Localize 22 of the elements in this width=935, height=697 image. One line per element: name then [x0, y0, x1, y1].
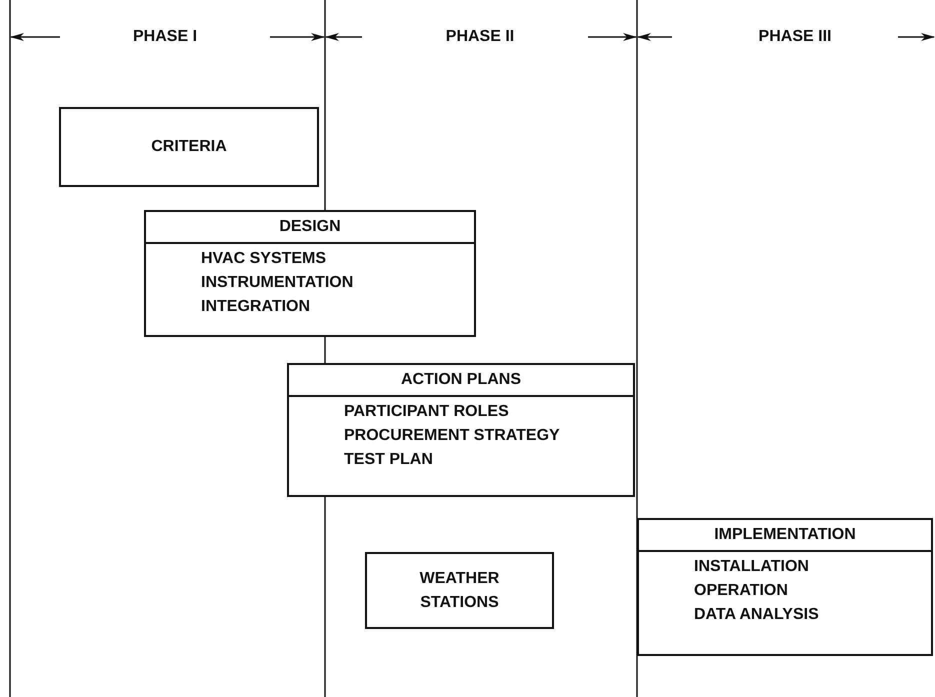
- process-box: [59, 107, 319, 187]
- list-item: INSTALLATION: [694, 557, 809, 577]
- box-label: WEATHER STATIONS: [418, 568, 500, 612]
- box-label: CRITERIA: [151, 137, 227, 157]
- list-item: HVAC SYSTEMS: [201, 249, 326, 269]
- task-box: [144, 210, 476, 337]
- list-item: PARTICIPANT ROLES: [344, 402, 509, 422]
- list-item: PROCUREMENT STRATEGY: [344, 426, 560, 446]
- list-item: INTEGRATION: [201, 297, 310, 317]
- phase-label: PHASE III: [758, 27, 832, 47]
- task-box: [287, 363, 635, 497]
- list-item: OPERATION: [694, 581, 788, 601]
- list-item: DATA ANALYSIS: [694, 605, 819, 625]
- list-item: TEST PLAN: [344, 450, 433, 470]
- box-heading: DESIGN: [146, 212, 474, 244]
- process-box: [365, 552, 554, 629]
- phase-label: PHASE I: [133, 27, 197, 47]
- box-heading: IMPLEMENTATION: [639, 520, 931, 552]
- phase-label: PHASE II: [446, 27, 514, 47]
- list-item: INSTRUMENTATION: [201, 273, 354, 293]
- task-box: [637, 518, 933, 656]
- box-heading: ACTION PLANS: [289, 365, 633, 397]
